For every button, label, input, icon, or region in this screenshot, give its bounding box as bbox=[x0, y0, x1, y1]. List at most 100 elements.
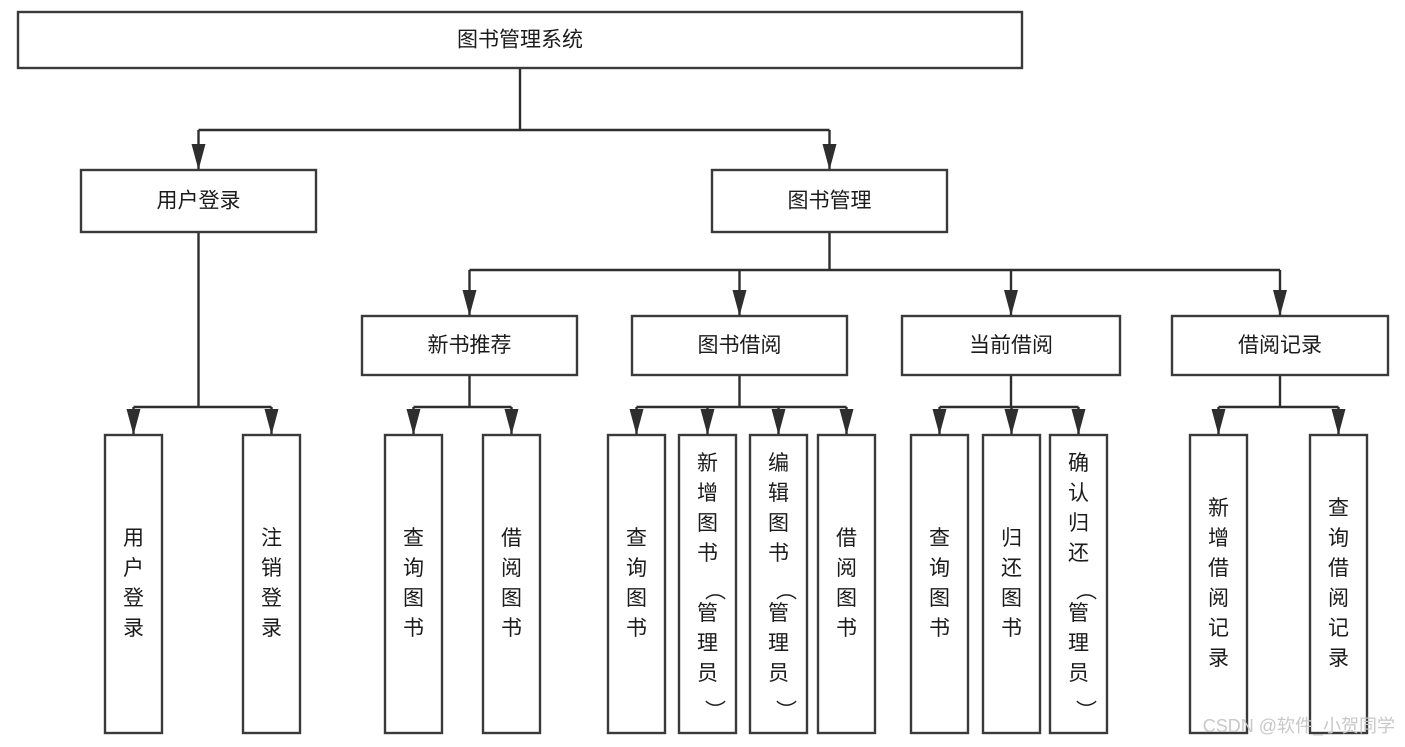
svg-text:录: 录 bbox=[1328, 647, 1349, 670]
node-leaf-图书借阅-新增图书管理员[interactable] bbox=[677, 433, 738, 735]
node-label-l2-用户登录: 用户登录 bbox=[157, 190, 241, 213]
svg-text:借: 借 bbox=[836, 527, 857, 550]
svg-text:记: 记 bbox=[1208, 617, 1229, 640]
svg-text:）: ） bbox=[703, 700, 726, 721]
svg-text:管: 管 bbox=[768, 602, 789, 625]
svg-text:员: 员 bbox=[697, 662, 718, 685]
leaf-用户登录-arrow-0 bbox=[126, 409, 141, 435]
svg-text:理: 理 bbox=[1068, 632, 1089, 655]
svg-text:新: 新 bbox=[697, 452, 718, 475]
svg-text:管: 管 bbox=[1068, 602, 1089, 625]
node-leaf-图书借阅-借阅图书[interactable] bbox=[816, 433, 877, 735]
csdn-watermark: CSDN @软件_小贺同学 bbox=[1203, 716, 1395, 737]
node-leaf-新书推荐-查询图书[interactable] bbox=[383, 433, 444, 735]
svg-text:借: 借 bbox=[1328, 557, 1349, 580]
svg-text:还: 还 bbox=[1068, 542, 1089, 565]
svg-text:（: （ bbox=[774, 580, 797, 601]
l2-to-l3-arrow-1 bbox=[732, 290, 747, 316]
svg-text:图: 图 bbox=[1001, 587, 1022, 610]
leaf-用户登录-arrow-1 bbox=[264, 409, 279, 435]
svg-text:归: 归 bbox=[1001, 527, 1022, 550]
svg-text:询: 询 bbox=[403, 557, 424, 580]
svg-text:用: 用 bbox=[123, 527, 144, 550]
leaf-借阅记录-arrow-0 bbox=[1211, 409, 1226, 435]
node-leaf-当前借阅-查询图书[interactable] bbox=[909, 433, 970, 735]
node-leaf-借阅记录-新增借阅记录[interactable] bbox=[1188, 433, 1249, 735]
svg-text:图: 图 bbox=[501, 587, 522, 610]
node-l3-新书推荐[interactable] bbox=[360, 314, 579, 377]
node-leaf-当前借阅-归还图书[interactable] bbox=[981, 433, 1042, 735]
node-leaf-用户登录-用户登录[interactable] bbox=[103, 433, 164, 735]
svg-text:图: 图 bbox=[929, 587, 950, 610]
node-leaf-图书借阅-编辑图书管理员[interactable] bbox=[748, 433, 809, 735]
svg-text:图: 图 bbox=[768, 512, 789, 535]
svg-text:阅: 阅 bbox=[1208, 587, 1229, 610]
svg-text:（: （ bbox=[1074, 580, 1097, 601]
node-l2-图书管理[interactable] bbox=[710, 168, 949, 234]
svg-text:图: 图 bbox=[626, 587, 647, 610]
svg-text:注: 注 bbox=[261, 527, 282, 550]
svg-text:书: 书 bbox=[929, 617, 950, 640]
svg-text:书: 书 bbox=[403, 617, 424, 640]
leaf-图书借阅-arrow-0 bbox=[629, 409, 644, 435]
svg-text:查: 查 bbox=[626, 527, 647, 550]
svg-text:管: 管 bbox=[697, 602, 718, 625]
svg-text:阅: 阅 bbox=[836, 557, 857, 580]
node-l2-用户登录[interactable] bbox=[79, 168, 318, 234]
node-leaf-当前借阅-确认归还管理员[interactable] bbox=[1048, 433, 1109, 735]
leaf-新书推荐-arrow-0 bbox=[406, 409, 421, 435]
svg-text:增: 增 bbox=[697, 482, 718, 505]
svg-text:图: 图 bbox=[403, 587, 424, 610]
svg-text:员: 员 bbox=[1068, 662, 1089, 685]
leaf-图书借阅-arrow-2 bbox=[771, 409, 786, 435]
svg-text:登: 登 bbox=[123, 587, 144, 610]
svg-text:登: 登 bbox=[261, 587, 282, 610]
svg-text:确: 确 bbox=[1068, 452, 1089, 475]
l2-to-l3-arrow-2 bbox=[1004, 290, 1018, 316]
svg-text:书: 书 bbox=[836, 617, 857, 640]
leaf-图书借阅-arrow-3 bbox=[839, 409, 854, 435]
node-leaf-用户登录-注销登录[interactable] bbox=[241, 433, 302, 735]
node-leaf-新书推荐-借阅图书[interactable] bbox=[481, 433, 542, 735]
node-l3-借阅记录[interactable] bbox=[1170, 314, 1390, 377]
svg-text:编: 编 bbox=[768, 452, 789, 475]
l2-to-l3-arrow-0 bbox=[462, 290, 477, 316]
node-root-图书管理系统[interactable] bbox=[16, 10, 1024, 70]
svg-text:借: 借 bbox=[1208, 557, 1229, 580]
svg-text:还: 还 bbox=[1001, 557, 1022, 580]
svg-text:认: 认 bbox=[1068, 482, 1089, 505]
svg-text:询: 询 bbox=[1328, 527, 1349, 550]
svg-text:查: 查 bbox=[1328, 497, 1349, 520]
svg-text:销: 销 bbox=[261, 557, 282, 580]
node-l3-当前借阅[interactable] bbox=[900, 314, 1122, 377]
leaf-新书推荐-arrow-1 bbox=[504, 409, 519, 435]
node-label-root: 图书管理系统 bbox=[457, 29, 583, 52]
svg-text:查: 查 bbox=[403, 527, 424, 550]
node-leaf-图书借阅-查询图书[interactable] bbox=[606, 433, 667, 735]
svg-text:书: 书 bbox=[697, 542, 718, 565]
node-label-l3-借阅记录: 借阅记录 bbox=[1238, 334, 1322, 357]
svg-text:（: （ bbox=[703, 580, 726, 601]
svg-text:员: 员 bbox=[768, 662, 789, 685]
svg-text:书: 书 bbox=[1001, 617, 1022, 640]
svg-text:户: 户 bbox=[123, 557, 144, 580]
node-leaf-借阅记录-查询借阅记录[interactable] bbox=[1308, 433, 1369, 735]
svg-text:图: 图 bbox=[697, 512, 718, 535]
node-label-leaf-用户登录-用户登录: 用户登录 bbox=[123, 527, 144, 640]
svg-text:阅: 阅 bbox=[501, 557, 522, 580]
svg-text:询: 询 bbox=[929, 557, 950, 580]
root-to-l2-arrow-0 bbox=[191, 144, 206, 170]
svg-text:辑: 辑 bbox=[768, 482, 789, 505]
node-label-l3-图书借阅: 图书借阅 bbox=[698, 334, 782, 357]
node-l3-图书借阅[interactable] bbox=[630, 314, 849, 377]
